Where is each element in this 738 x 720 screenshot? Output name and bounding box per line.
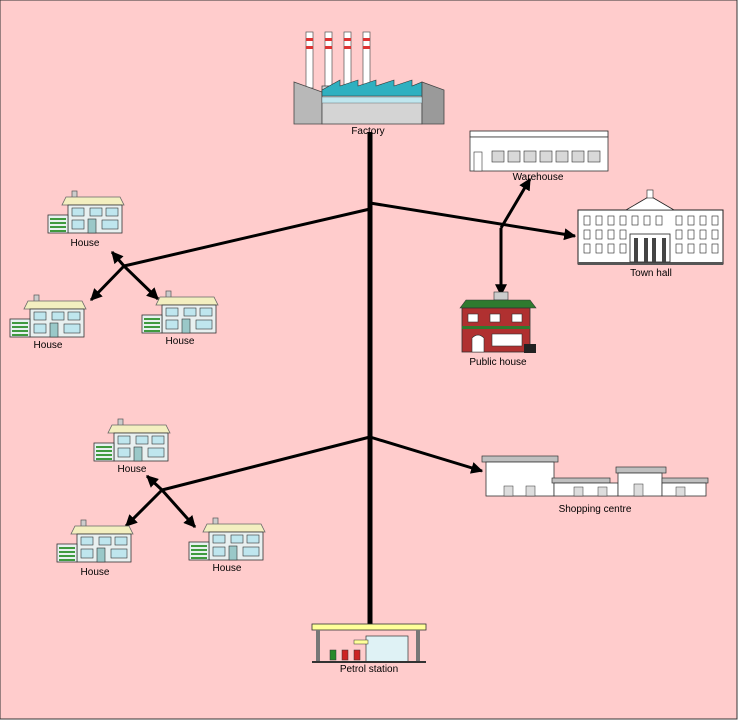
connector-house-house-d <box>160 489 197 528</box>
petrol-station-label: Petrol station <box>340 664 398 675</box>
connector-lower-right <box>369 435 484 474</box>
house-node[interactable]: House <box>9 294 87 351</box>
town-hall-icon <box>577 189 724 265</box>
town-hall-node[interactable]: Town hall <box>577 189 724 279</box>
petrol-station-node[interactable]: Petrol station <box>311 623 427 675</box>
house-node[interactable]: House <box>188 517 266 574</box>
factory-label: Factory <box>351 126 384 137</box>
house-node[interactable]: House <box>47 190 125 249</box>
connector-house-house-b <box>122 264 160 301</box>
house-node[interactable]: House <box>93 418 171 475</box>
town-hall-label: Town hall <box>630 268 672 279</box>
warehouse-label: Warehouse <box>513 172 564 183</box>
shop-icon <box>481 455 709 497</box>
house-node[interactable]: House <box>56 519 134 578</box>
shopping-centre-label: Shopping centre <box>559 504 632 515</box>
house-label: House <box>34 340 63 351</box>
pub-icon <box>459 291 537 353</box>
house-label: House <box>81 567 110 578</box>
house-label: House <box>213 563 242 574</box>
house-label: House <box>166 336 195 347</box>
house-node[interactable]: House <box>141 290 219 347</box>
warehouse-icon <box>469 130 609 172</box>
connector-house-upper-to-top <box>110 251 126 267</box>
shopping-centre-node[interactable]: Shopping centre <box>481 455 709 515</box>
connector-house-house-c <box>124 488 164 528</box>
house-label: House <box>118 464 147 475</box>
connectors <box>89 132 577 626</box>
connector-warehouse <box>499 177 532 229</box>
connector-house-house-a <box>89 264 126 302</box>
connector-upper-right <box>369 201 577 241</box>
public-house-node[interactable]: Public house <box>459 291 537 368</box>
public-house-label: Public house <box>469 357 527 368</box>
warehouse-node[interactable]: Warehouse <box>469 130 609 183</box>
factory-node[interactable]: Factory <box>293 31 445 137</box>
connector-house-lower-to-top <box>145 474 164 492</box>
factory-icon <box>293 31 445 125</box>
connector-upper-left <box>123 207 371 268</box>
house-label: House <box>71 238 100 249</box>
connector-lower-left <box>161 435 371 492</box>
petrol-station-icon <box>311 623 427 663</box>
